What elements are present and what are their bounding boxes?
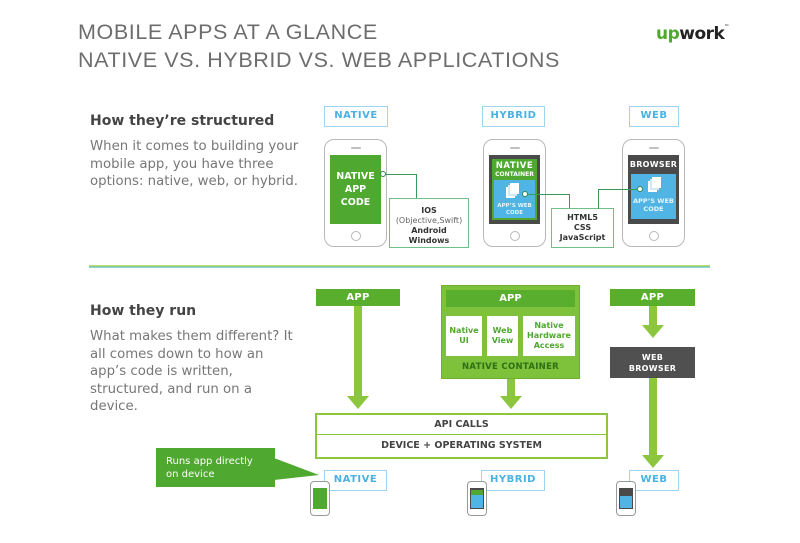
mini-web-code — [620, 496, 632, 508]
native-app-bar: APP — [316, 289, 400, 306]
hybrid-languages-callout: HTML5 CSS JavaScript — [551, 208, 614, 248]
connector-line — [598, 189, 600, 209]
native-arrow-shaft — [354, 306, 362, 397]
browser-label: BROWSER — [629, 160, 678, 169]
native-phone: NATIVE APP CODE — [324, 139, 387, 247]
hybrid-app-bar: APP — [446, 290, 575, 307]
apps-web-code-area: APP’S WEB CODE — [631, 174, 676, 219]
structured-heading: How they’re structured — [90, 113, 275, 129]
hybrid-phone: NATIVE CONTAINER APP’S WEB CODE — [483, 139, 546, 247]
mini-screen — [313, 488, 327, 509]
phone-home-button — [350, 231, 361, 241]
phone-speaker — [648, 147, 659, 149]
hybrid-arrow-head — [500, 396, 522, 409]
web-arrow-head-lower — [642, 455, 664, 468]
web-arrow-shaft-lower — [649, 378, 657, 456]
hybrid-bottom-tag: HYBRID — [481, 470, 545, 491]
mini-container — [471, 490, 483, 495]
phone-speaker — [509, 147, 520, 149]
runs-directly-bubble: Runs app directly on device — [156, 448, 275, 487]
connector-line — [569, 194, 571, 209]
bubble-pointer-shape — [274, 458, 319, 480]
web-arrow-head — [642, 325, 664, 338]
connector-dot — [522, 191, 528, 197]
hybrid-mini-phone — [467, 481, 487, 516]
native-bottom-tag: NATIVE — [324, 470, 387, 491]
web-arrow-shaft — [649, 306, 657, 326]
connector-line — [416, 174, 418, 199]
section-divider — [89, 265, 710, 268]
connector-dot — [380, 171, 386, 177]
web-mini-phone — [616, 481, 636, 516]
native-container-area: NATIVE CONTAINER APP’S WEB CODE — [492, 159, 537, 220]
title-line-2: NATIVE VS. HYBRID VS. WEB APPLICATIONS — [78, 48, 560, 72]
page-title: MOBILE APPS AT A GLANCE NATIVE VS. HYBRI… — [78, 18, 560, 74]
run-heading: How they run — [90, 303, 197, 319]
bubble-pointer — [274, 458, 319, 480]
native-languages-callout: IOS (Objective,Swift) Android Windows — [389, 198, 469, 248]
native-app-code-screen: NATIVE APP CODE — [330, 155, 381, 224]
phone-home-button — [648, 231, 659, 241]
native-container-label: NATIVE CONTAINER — [461, 362, 560, 372]
phone-home-button — [509, 231, 520, 241]
hybrid-screen: NATIVE CONTAINER APP’S WEB CODE — [489, 155, 540, 224]
upwork-logo: upwork™ — [656, 24, 729, 44]
connector-line — [528, 194, 570, 196]
native-tag: NATIVE — [324, 106, 388, 127]
documents-icon — [652, 177, 661, 188]
native-mini-phone — [310, 481, 330, 516]
apps-web-code-area: APP’S WEB CODE — [494, 180, 535, 218]
connector-line — [598, 189, 638, 191]
api-calls-row: API CALLS — [317, 415, 606, 435]
title-line-1: MOBILE APPS AT A GLANCE — [78, 20, 378, 44]
hybrid-tag: HYBRID — [482, 106, 545, 127]
web-tag: WEB — [629, 106, 679, 127]
mini-web-code — [471, 495, 483, 508]
mini-screen — [619, 488, 633, 509]
web-phone: BROWSER APP’S WEB CODE — [622, 139, 685, 247]
structured-description: When it comes to building your mobile ap… — [90, 139, 299, 189]
mini-screen — [470, 488, 484, 509]
device-os-row: DEVICE + OPERATING SYSTEM — [381, 440, 542, 451]
hybrid-arrow-shaft — [507, 379, 515, 397]
connector-line — [386, 174, 417, 176]
os-stack: API CALLS DEVICE + OPERATING SYSTEM — [315, 413, 608, 459]
run-description: What makes them different? It all comes … — [90, 329, 293, 414]
web-app-bar: APP — [610, 289, 695, 306]
documents-icon — [510, 183, 519, 194]
web-bottom-tag: WEB — [629, 470, 679, 491]
phone-speaker — [350, 147, 361, 149]
native-arrow-head — [347, 396, 369, 409]
